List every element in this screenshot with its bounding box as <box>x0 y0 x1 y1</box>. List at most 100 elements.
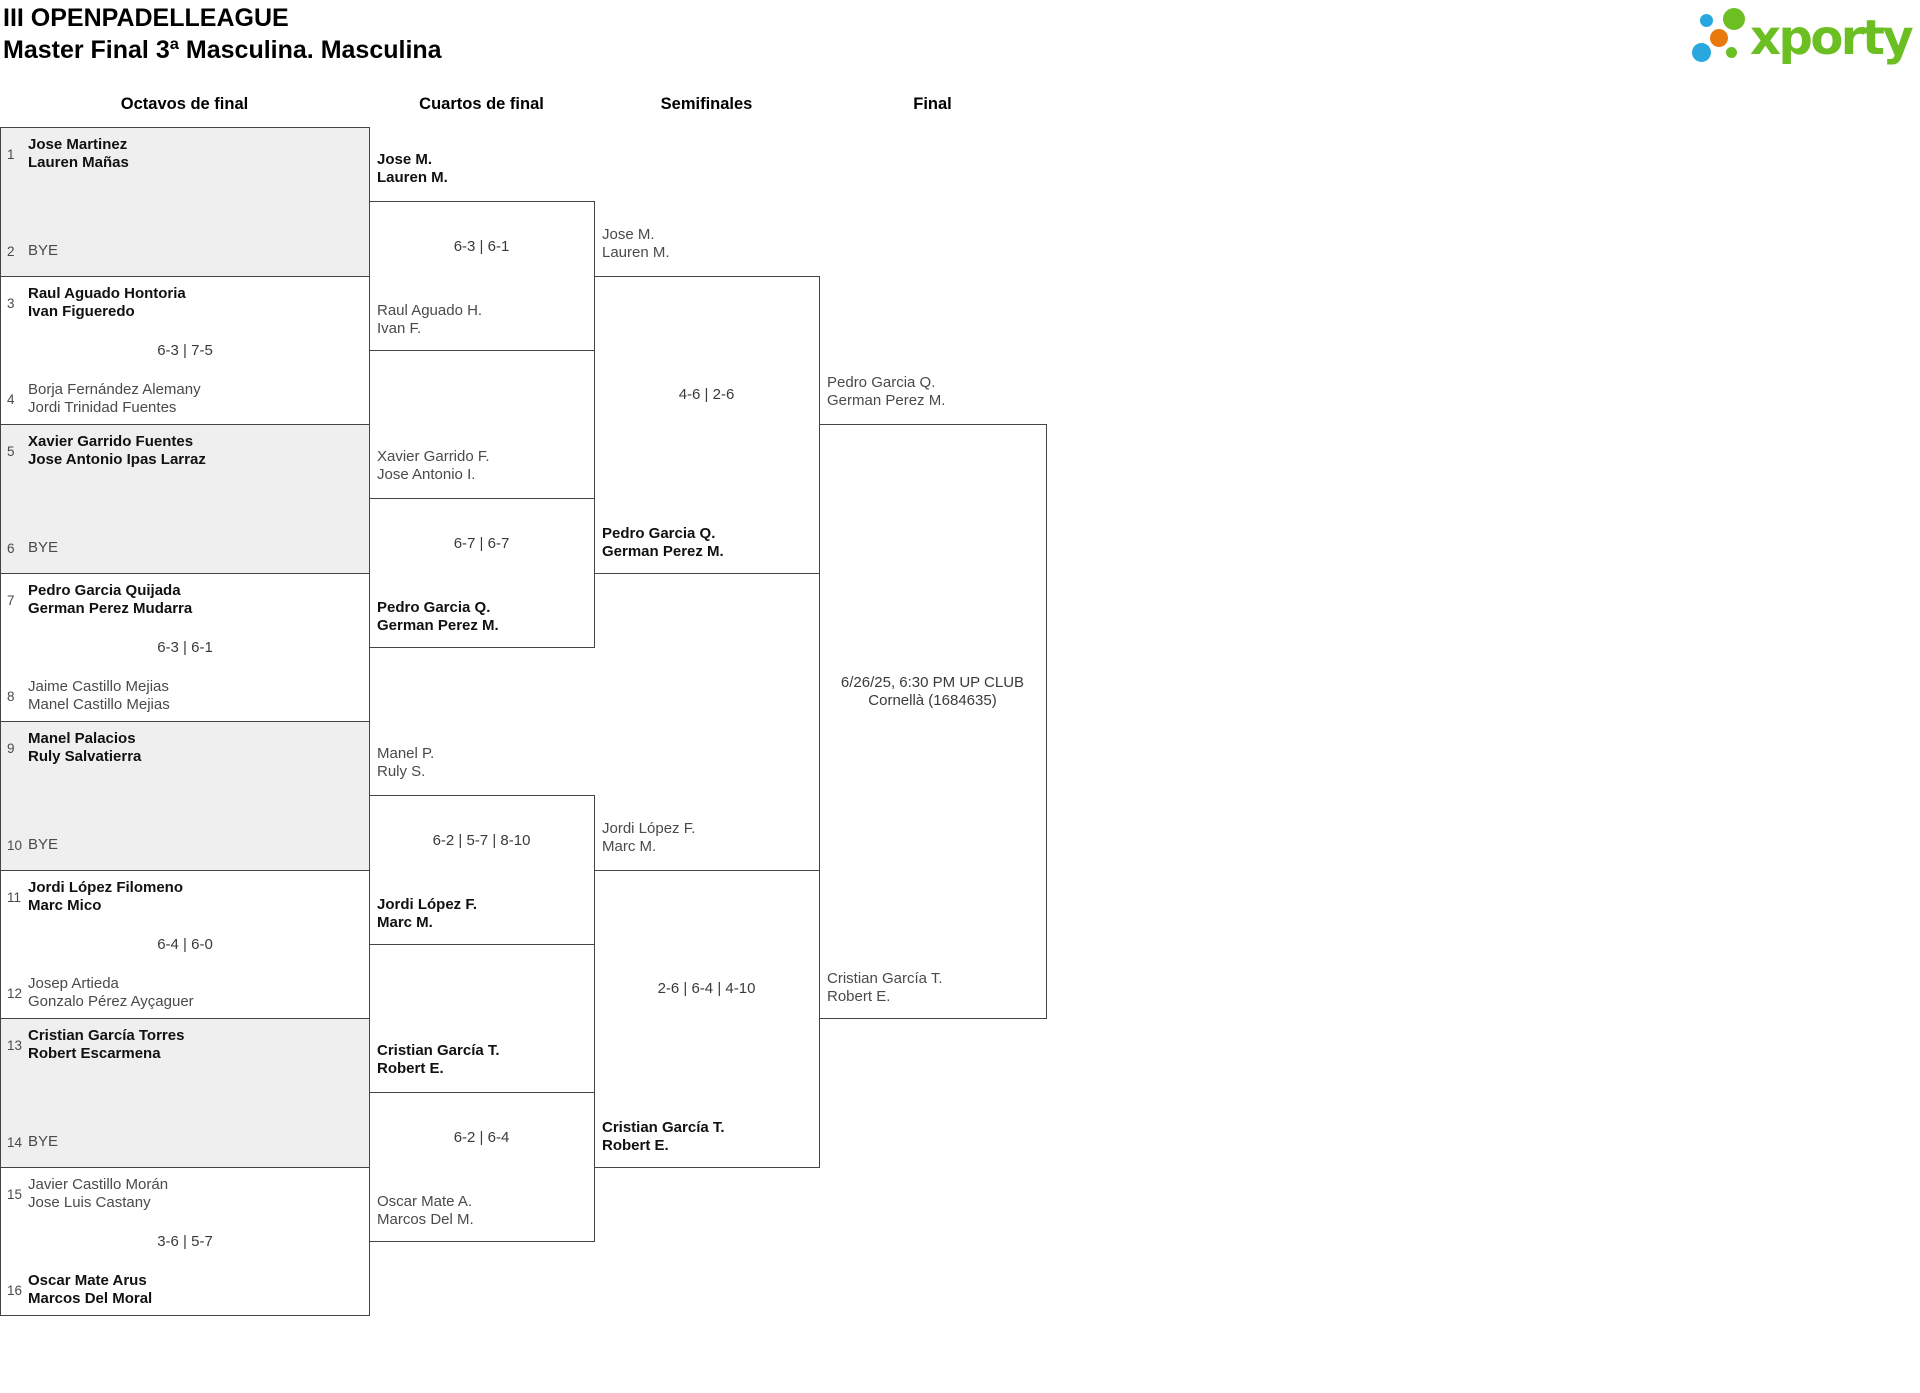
team-name: Jose M. <box>602 226 655 243</box>
team-name: Pedro Garcia Q. <box>377 599 491 616</box>
team-label: BYE <box>28 1133 363 1151</box>
team-name: Raul Aguado Hontoria <box>28 285 186 302</box>
team-name: Jaime Castillo Mejias <box>28 678 169 695</box>
column-header-octavos: Octavos de final <box>120 95 249 113</box>
final-schedule-line: Cornellà (1684635) <box>868 692 997 709</box>
page-title: III OPENPADELLEAGUE <box>3 4 289 32</box>
team-name: German Perez M. <box>377 617 499 634</box>
match-score-text: 6-2 | 6-4 <box>453 1129 510 1146</box>
team-name: Cristian García T. <box>602 1119 725 1136</box>
team-name: Ivan Figueredo <box>28 303 135 320</box>
team-name: Gonzalo Pérez Ayçaguer <box>28 993 194 1010</box>
seed-number: 4 <box>7 391 15 407</box>
team-name: Jose Luis Castany <box>28 1194 151 1211</box>
team-name: Manel Castillo Mejias <box>28 696 170 713</box>
team-row: 2 BYE <box>1 242 363 260</box>
team-name: Lauren M. <box>602 244 670 261</box>
match-score: 6-4 | 6-0 <box>157 936 213 953</box>
match-box-semifinales-2[interactable] <box>594 870 820 1168</box>
team-label: Oscar Mate A.Marcos Del M. <box>377 1193 474 1229</box>
logo-wordmark: xporty <box>1750 10 1914 66</box>
seed-number: 14 <box>7 1134 23 1150</box>
team-name: Jordi López Filomeno <box>28 879 184 896</box>
team-name: Pedro Garcia Quijada <box>28 582 181 599</box>
match-score: 6-2 | 6-4 <box>369 1129 594 1147</box>
logo-dot-blue-large-icon <box>1692 43 1711 62</box>
team-label: Manel P.Ruly S. <box>377 745 434 781</box>
match-score-text: 6-2 | 5-7 | 8-10 <box>432 832 531 849</box>
seed-number: 1 <box>7 146 15 162</box>
team-name: Oscar Mate Arus <box>28 1272 147 1289</box>
team-label: Xavier Garrido F.Jose Antonio I. <box>377 448 490 484</box>
match-score-text: 6-3 | 6-1 <box>453 238 510 255</box>
xporty-logo[interactable]: xporty <box>1688 0 1920 90</box>
team-name: Jose Antonio I. <box>377 466 476 483</box>
seed-number: 10 <box>7 837 23 853</box>
seed-number: 6 <box>7 540 15 556</box>
team-name: Robert E. <box>377 1060 444 1077</box>
column-header-semifinales: Semifinales <box>660 95 753 113</box>
team-label: Cristian García T.Robert E. <box>377 1042 500 1078</box>
team-name: Manel P. <box>377 745 435 762</box>
team-name: Javier Castillo Morán <box>28 1176 169 1193</box>
team-name: Oscar Mate A. <box>377 1193 473 1210</box>
team-row: 6 BYE <box>1 539 363 557</box>
match-score: 6-2 | 5-7 | 8-10 <box>369 832 594 850</box>
match-box-final-1[interactable] <box>819 424 1047 1019</box>
seed-number: 16 <box>7 1282 23 1298</box>
seed-number: 15 <box>7 1186 23 1202</box>
match-score: 6-7 | 6-7 <box>369 535 594 553</box>
team-name: Marcos Del Moral <box>28 1290 153 1307</box>
team-label: Pedro Garcia Q.German Perez M. <box>827 374 945 410</box>
team-row: 14 BYE <box>1 1133 363 1151</box>
team-name: Borja Fernández Alemany <box>28 381 201 398</box>
team-name: Ivan F. <box>377 320 422 337</box>
team-label: Raul Aguado H.Ivan F. <box>377 302 482 338</box>
match-score-text: 4-6 | 2-6 <box>678 386 735 403</box>
seed-number: 8 <box>7 688 15 704</box>
team-name: Marc Mico <box>28 897 102 914</box>
team-label: Jose M.Lauren M. <box>377 151 448 187</box>
team-name: German Perez Mudarra <box>28 600 193 617</box>
seed-number: 13 <box>7 1037 23 1053</box>
team-name: BYE <box>28 539 59 556</box>
match-score: 6-3 | 6-1 <box>369 238 594 256</box>
seed-number: 5 <box>7 443 15 459</box>
seed-number: 2 <box>7 243 15 259</box>
team-name: Cristian García Torres <box>28 1027 185 1044</box>
team-label: BYE <box>28 242 363 260</box>
team-name: Ruly Salvatierra <box>28 748 142 765</box>
team-name: Manel Palacios <box>28 730 136 747</box>
team-name: Jordi Trinidad Fuentes <box>28 399 177 416</box>
team-name: Cristian García T. <box>377 1042 500 1059</box>
team-name: Raul Aguado H. <box>377 302 483 319</box>
team-label: Jordi López F.Marc M. <box>377 896 477 932</box>
team-name: Robert Escarmena <box>28 1045 161 1062</box>
seed-number: 7 <box>7 592 15 608</box>
team-name: Marcos Del M. <box>377 1211 474 1228</box>
team-name: Robert E. <box>602 1137 669 1154</box>
seed-number: 9 <box>7 740 15 756</box>
team-name: Marc M. <box>377 914 433 931</box>
